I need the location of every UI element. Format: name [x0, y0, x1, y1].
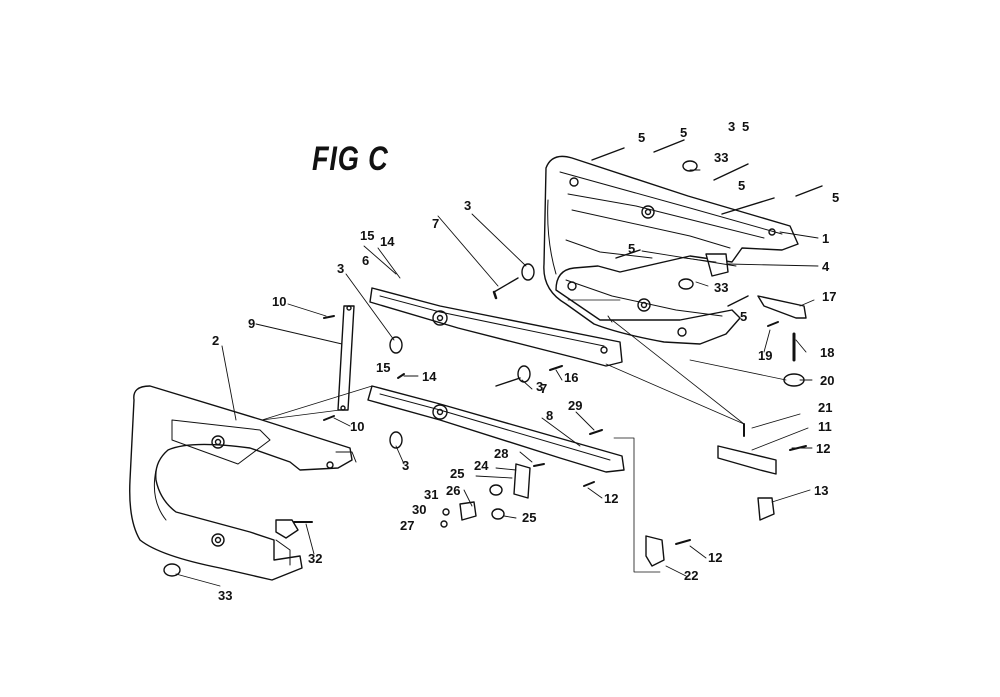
callout-label: 33	[714, 280, 728, 295]
callout-label: 19	[758, 348, 772, 363]
callout-label: 25	[522, 510, 536, 525]
callout-label: 5	[738, 178, 745, 193]
callout-label: 1	[822, 231, 829, 246]
figure-title: FIG C	[312, 140, 389, 178]
callout-label: 5	[740, 309, 747, 324]
callout-label: 5	[638, 130, 645, 145]
callout-label: 33	[714, 150, 728, 165]
upper-arm-frame	[543, 155, 799, 345]
callout-label: 32	[308, 551, 322, 566]
callout-label: 10	[272, 294, 286, 309]
callout-label: 27	[400, 518, 414, 533]
callout-label: 4	[822, 259, 830, 274]
callout-label: 3	[402, 458, 409, 473]
callout-label: 5	[832, 190, 839, 205]
callout-label: 12	[708, 550, 722, 565]
callout-label: 15	[376, 360, 390, 375]
callout-label: 12	[604, 491, 618, 506]
callout-label: 7	[540, 381, 547, 396]
upper-arm	[369, 287, 623, 367]
callout-label: 10	[350, 419, 364, 434]
callout-label: 17	[822, 289, 836, 304]
callout-label: 22	[684, 568, 698, 583]
callout-label: 3	[728, 119, 735, 134]
leader-lines	[175, 169, 819, 587]
callout-labels: 1 2 3 3 3 3 3 4 5 5 5 5 5 5 5 6 7 7 8 9 …	[212, 119, 839, 603]
callout-label: 25	[450, 466, 464, 481]
callout-label: 3	[536, 379, 543, 394]
callout-label: 14	[380, 234, 395, 249]
callout-label: 9	[248, 316, 255, 331]
callout-label: 5	[680, 125, 687, 140]
callout-label: 5	[742, 119, 749, 134]
lower-arm-frame	[129, 385, 357, 581]
callout-label: 26	[446, 483, 460, 498]
assembly-lines	[261, 257, 787, 573]
callout-label: 28	[494, 446, 508, 461]
callout-label: 2	[212, 333, 219, 348]
hardware-parts	[163, 139, 823, 577]
callout-label: 5	[628, 241, 635, 256]
callout-label: 16	[564, 370, 578, 385]
callout-label: 14	[422, 369, 437, 384]
connecting-link	[337, 305, 355, 411]
callout-label: 7	[432, 216, 439, 231]
callout-label: 6	[362, 253, 369, 268]
callout-label: 11	[818, 419, 832, 434]
callout-label: 12	[816, 441, 830, 456]
callout-label: 21	[818, 400, 832, 415]
callout-label: 15	[360, 228, 374, 243]
callout-label: 8	[546, 408, 553, 423]
callout-label: 24	[474, 458, 489, 473]
callout-label: 30	[412, 502, 426, 517]
lower-arm	[367, 385, 625, 473]
callout-label: 3	[337, 261, 344, 276]
callout-label: 29	[568, 398, 582, 413]
callout-label: 33	[218, 588, 232, 603]
callout-label: 3	[464, 198, 471, 213]
callout-label: 18	[820, 345, 834, 360]
callout-label: 20	[820, 373, 834, 388]
callout-label: 13	[814, 483, 828, 498]
callout-label: 31	[424, 487, 438, 502]
